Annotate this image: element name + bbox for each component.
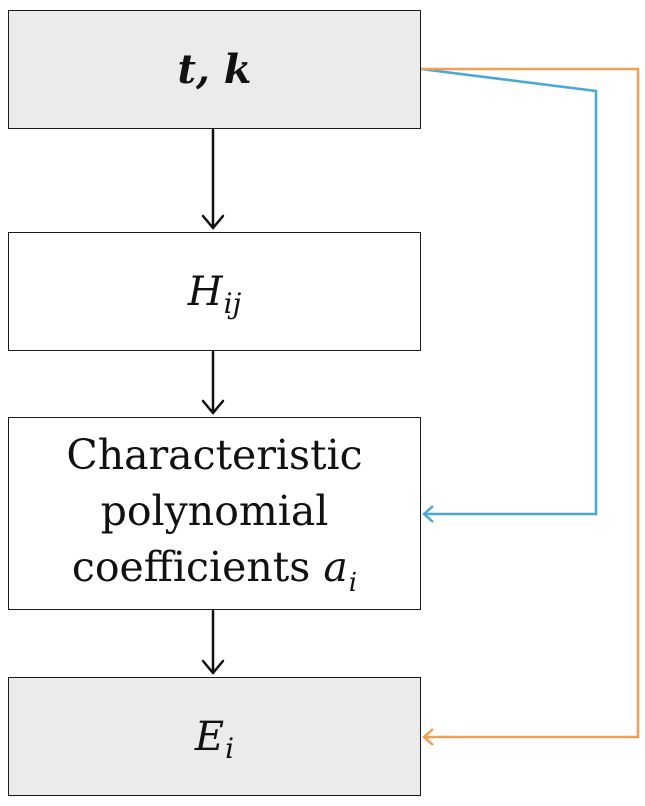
node-t-k-label: t, k <box>177 46 252 93</box>
arrow-h-to-cp-head <box>201 399 225 415</box>
arrow-tk-to-h-head <box>201 214 225 230</box>
arrow-tk-to-e-orange <box>421 67 640 739</box>
node-cp-symbol: a <box>323 542 348 591</box>
node-cp-line3: coefficients <box>71 542 311 591</box>
node-eigenvalues-symbol: E <box>194 713 225 760</box>
node-cp-line2: polynomial <box>100 486 329 535</box>
node-hamiltonian-symbol: H <box>187 268 223 315</box>
node-t-k: t, k <box>8 10 421 129</box>
node-characteristic-polynomial: Characteristic polynomial coefficients a… <box>8 417 421 610</box>
node-eigenvalues-subscript: i <box>225 732 235 765</box>
arrow-tk-to-cp-blue-head <box>422 505 434 523</box>
node-hamiltonian-subscript: ij <box>223 287 242 320</box>
arrow-cp-to-e-head <box>201 659 225 675</box>
node-cp-subscript: i <box>348 567 358 598</box>
arrow-tk-to-e-orange-head <box>422 728 434 746</box>
arrow-tk-to-cp-blue <box>420 67 598 516</box>
node-cp-line1: Characteristic <box>66 430 363 479</box>
